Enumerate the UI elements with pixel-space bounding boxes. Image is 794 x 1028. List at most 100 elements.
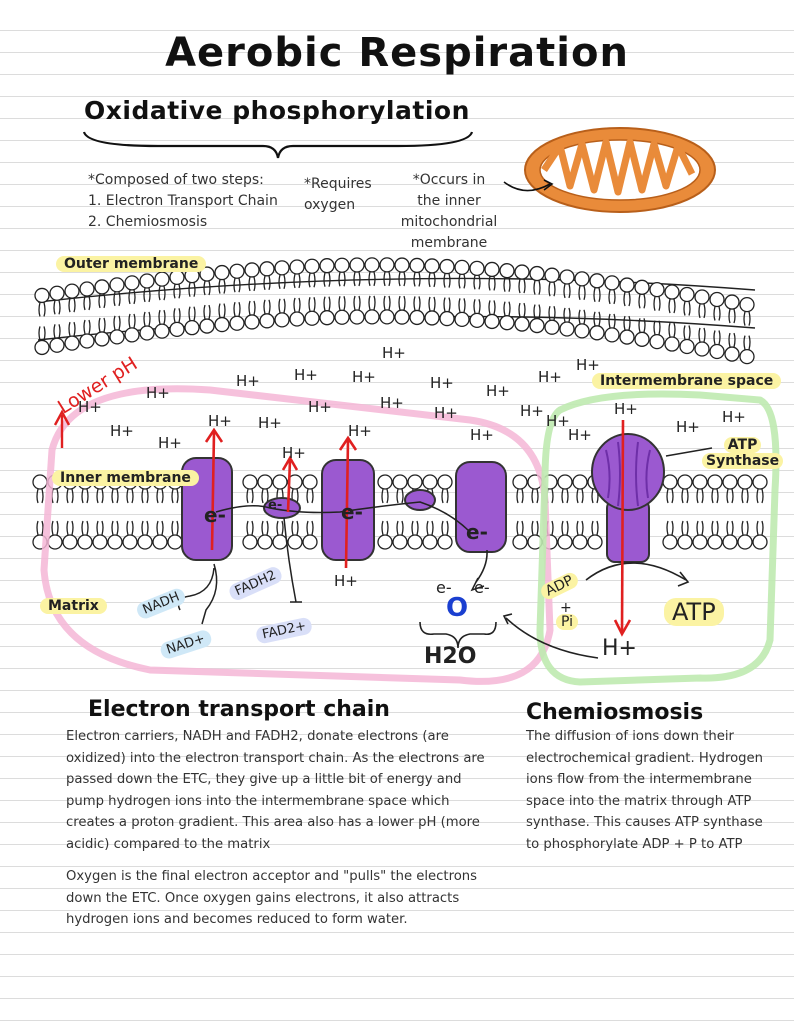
lipid-tail (443, 273, 451, 288)
lipid-tail (638, 294, 646, 309)
lipid-head (707, 474, 723, 490)
lipid-head (49, 337, 65, 353)
lipid-tail (263, 299, 271, 314)
lipid-tail (158, 309, 166, 325)
occurs-line-1: *Occurs in (412, 172, 486, 188)
matrix-label: Matrix (40, 598, 107, 614)
lipid-head (454, 259, 470, 276)
requires-line-2: oxygen (304, 197, 356, 213)
electron-5: e- (436, 578, 452, 597)
lipid-tail (156, 520, 164, 536)
lipid-head (109, 329, 125, 345)
lipid-head (379, 309, 395, 325)
lipid-head (122, 534, 138, 550)
lipid-tail (548, 306, 556, 321)
electron-6: e- (474, 578, 490, 597)
lipid-tail (411, 520, 419, 536)
lipid-tail (458, 298, 466, 313)
lipid-head (424, 310, 440, 326)
lipid-tail (218, 303, 226, 318)
lipid-tail (681, 488, 689, 504)
chemiosmosis-heading: Chemiosmosis (526, 700, 704, 725)
lipid-tail (533, 304, 541, 319)
h-ion: H+ (470, 426, 494, 444)
lipid-head (752, 474, 768, 490)
lipid-tail (396, 488, 404, 504)
lipid-head (469, 260, 485, 276)
lipid-head (694, 289, 710, 305)
lipid-head (94, 279, 110, 295)
steps-heading: *Composed of two steps: (88, 172, 264, 188)
lipid-tail (173, 308, 181, 323)
lipid-head (619, 329, 635, 345)
lipid-tail (426, 520, 434, 536)
lipid-head (572, 474, 588, 490)
etc-paragraph-1: Electron carriers, NADH and FADH2, donat… (66, 729, 485, 852)
lipid-tail (443, 297, 451, 312)
lipid-head (124, 275, 140, 291)
lipid-tail (696, 520, 704, 536)
atp-synthase-label-1: ATP (723, 437, 762, 453)
lipid-head (272, 534, 288, 550)
lipid-tail (308, 297, 316, 312)
lipid-head (544, 267, 560, 283)
lipid-tail (653, 320, 661, 335)
lipid-head (167, 534, 183, 550)
lipid-tail (713, 306, 721, 321)
atp-synthase-label: ATP Synthase (702, 437, 784, 469)
lipid-tail (398, 295, 406, 311)
lipid-tail (96, 488, 104, 504)
lipid-tail (51, 488, 59, 504)
h-ion: H+ (334, 572, 358, 590)
steps-note: *Composed of two steps: 1. Electron Tran… (88, 170, 278, 233)
lipid-head (604, 275, 620, 291)
lipid-tail (203, 304, 211, 320)
lipid-head (722, 474, 738, 490)
lipid-tail (563, 283, 571, 299)
h-ion: H+ (382, 344, 406, 362)
lipid-tail (248, 276, 256, 292)
h-ion: H+ (294, 366, 318, 384)
h-ion: H+ (486, 382, 510, 400)
lipid-tail (83, 319, 91, 335)
complex-2 (263, 497, 301, 519)
lipid-tail (756, 520, 764, 536)
lipid-head (422, 474, 438, 490)
lipid-tail (368, 271, 376, 287)
lipid-tail (428, 272, 436, 288)
lipid-tail (53, 300, 61, 315)
lipid-head (274, 312, 290, 328)
lipid-head (722, 534, 738, 550)
lipid-head (677, 534, 693, 550)
atp-synthase-label-2: Synthase (702, 453, 784, 469)
lipid-head (304, 258, 320, 274)
lipid-head (559, 269, 575, 285)
lipid-head (287, 534, 303, 550)
lipid-tail (128, 313, 136, 329)
electron-1: e- (204, 503, 226, 527)
lipid-head (349, 257, 365, 273)
lipid-tail (726, 488, 734, 504)
lipid-tail (51, 520, 59, 536)
lipid-head (664, 284, 680, 300)
lipid-head (109, 277, 125, 293)
lipid-head (752, 534, 768, 550)
chemiosmosis-paragraph: The diffusion of ions down their electro… (526, 729, 764, 852)
lipid-head (692, 474, 708, 490)
lipid-tail (743, 311, 751, 326)
lipid-tail (218, 279, 226, 294)
lipid-head (604, 327, 620, 343)
lipid-head (662, 534, 678, 550)
lipid-tail (36, 520, 44, 536)
lipid-head (302, 534, 318, 550)
h-ion: H+ (158, 434, 182, 452)
lipid-tail (578, 285, 586, 301)
lipid-head (137, 534, 153, 550)
lipid-tail (81, 488, 89, 504)
lipid-head (694, 341, 710, 357)
lipid-tail (503, 301, 511, 316)
lipid-head (229, 315, 245, 331)
proton-pump-arrows (204, 419, 632, 637)
lipid-tail (698, 327, 706, 343)
lipid-head (724, 346, 740, 362)
